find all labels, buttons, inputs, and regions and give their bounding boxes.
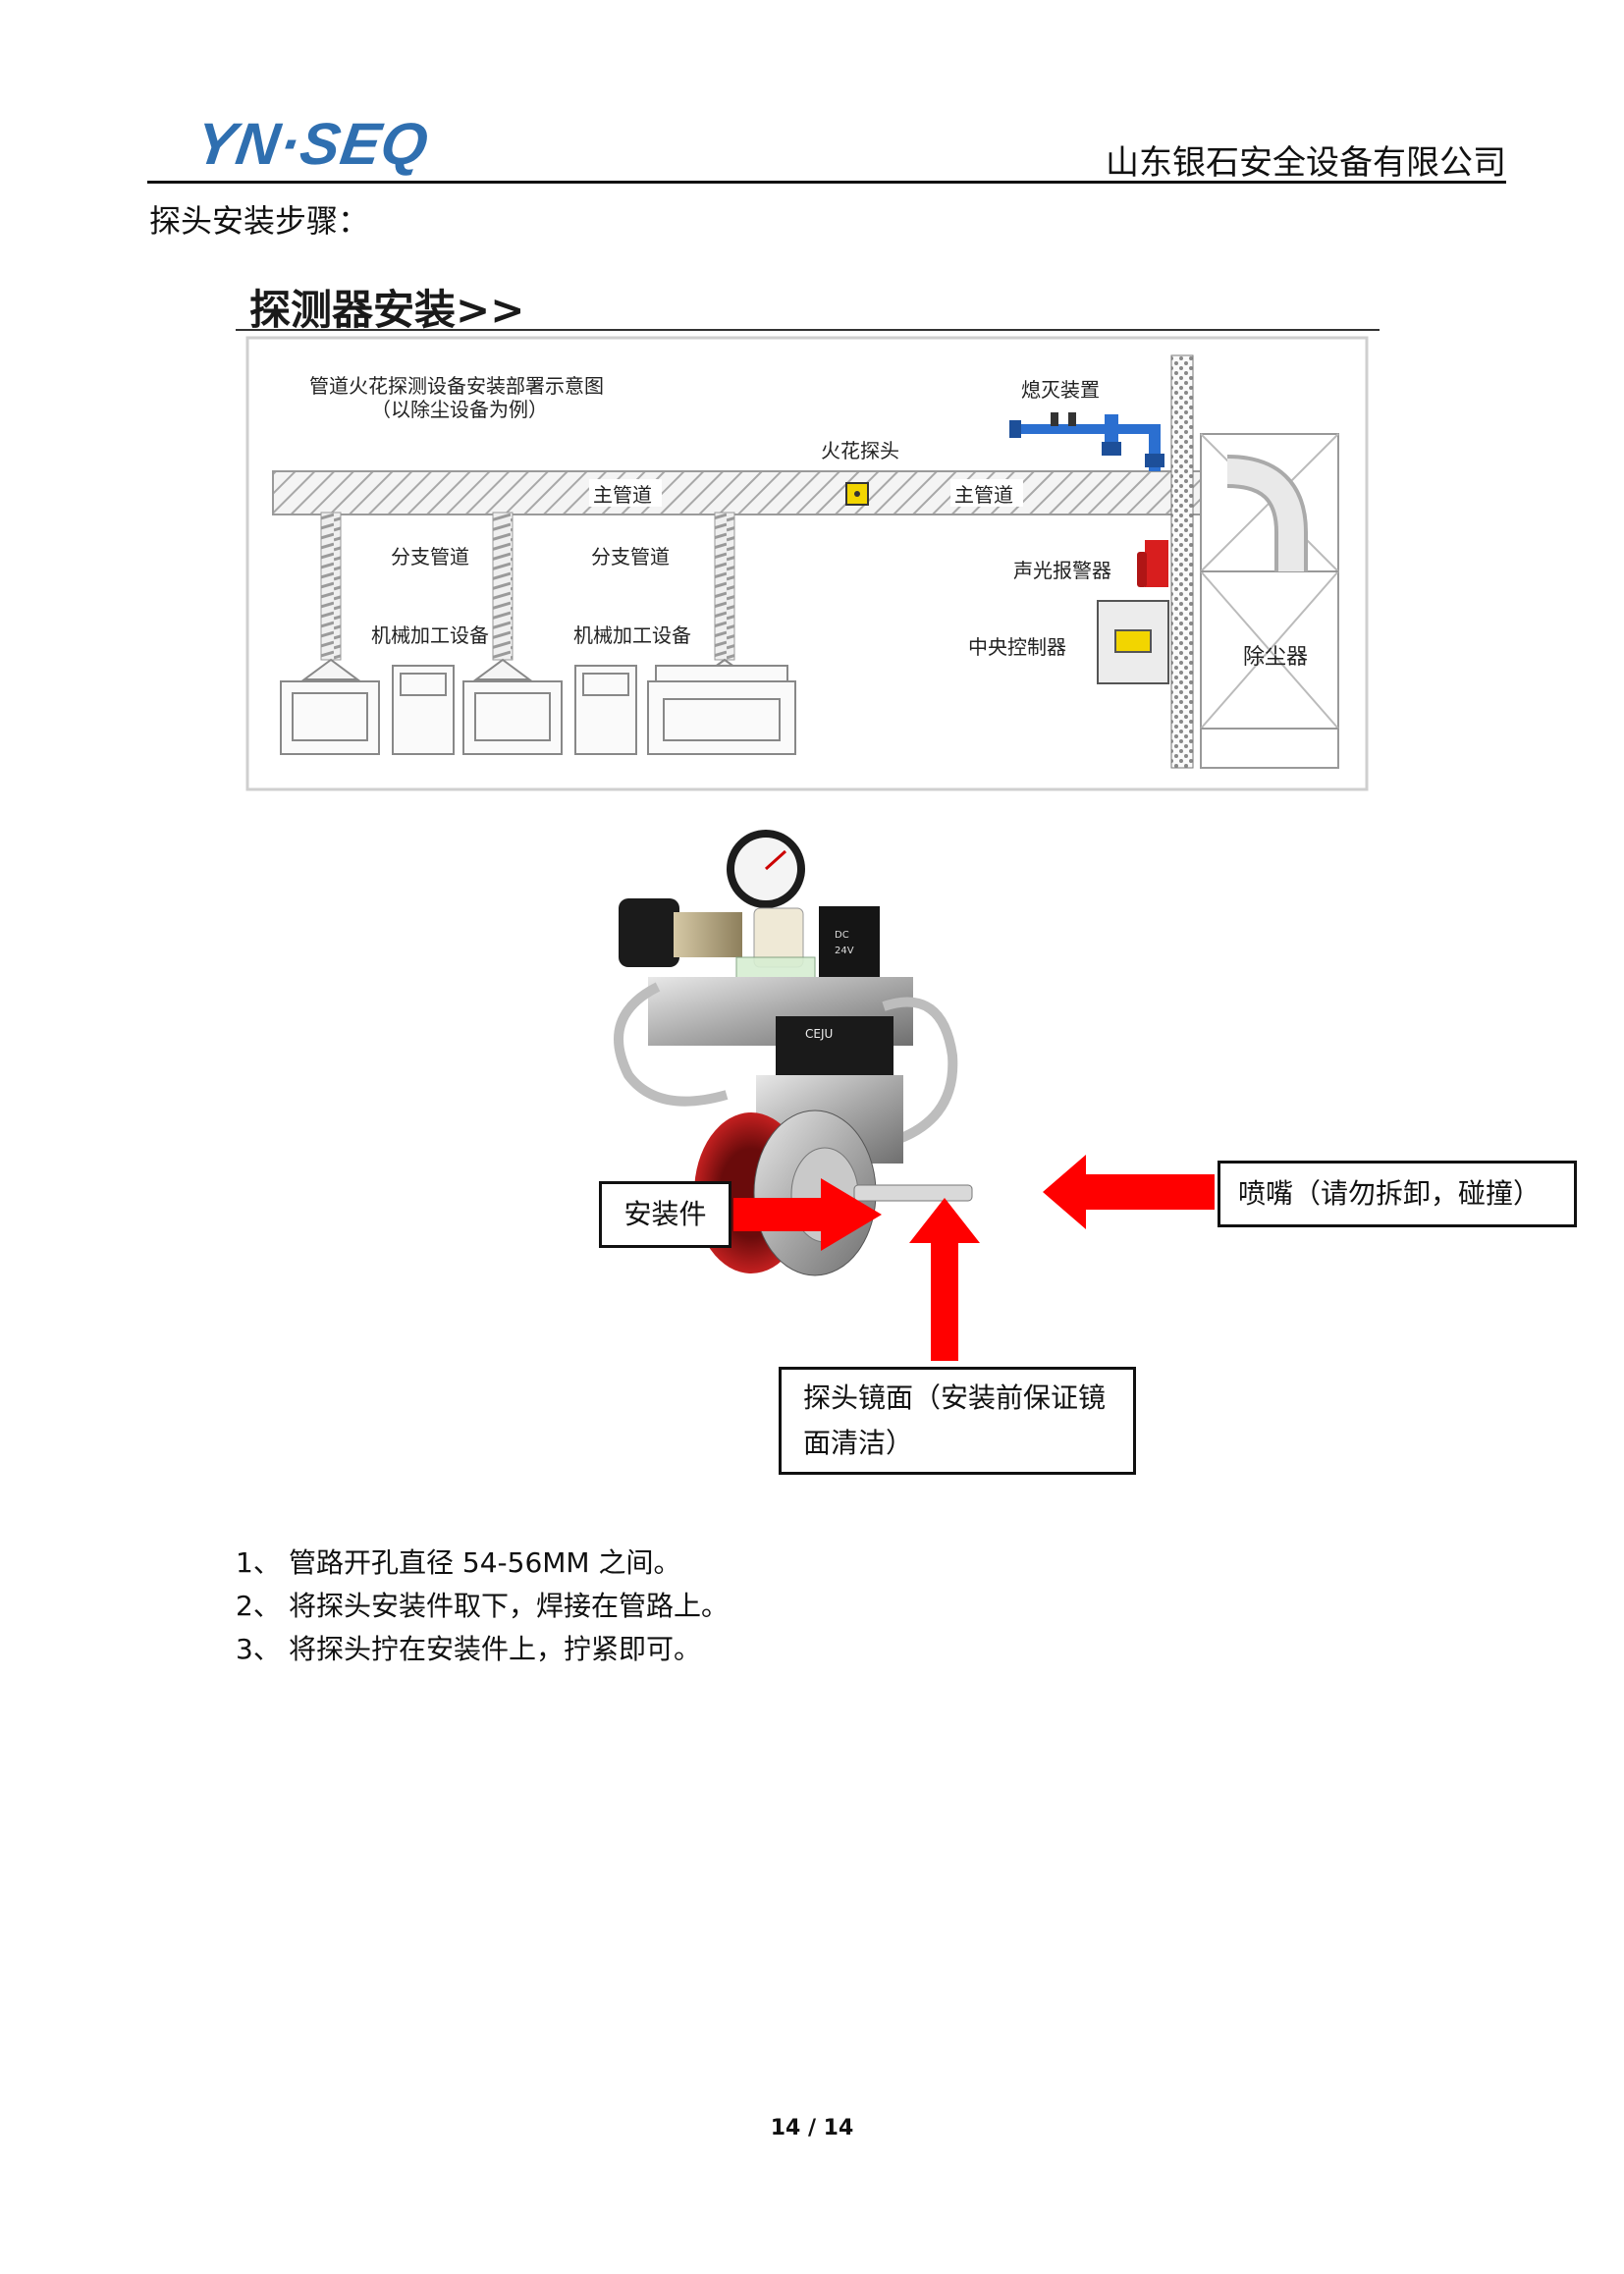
section-heading: 探头安装步骤：	[149, 202, 370, 240]
callout-mirror-line2: 面清洁）	[803, 1427, 914, 1459]
arrow-nozzle	[1043, 1155, 1215, 1229]
branch-pipe-2	[472, 512, 533, 680]
controller-device	[1097, 600, 1169, 684]
diagram-caption-line2: （以除尘设备为例）	[371, 398, 548, 421]
machine-1	[280, 665, 455, 755]
main-pipe-label-bg-left	[589, 479, 662, 507]
machine-label-2: 机械加工设备	[573, 623, 691, 647]
company-logo: YN·SEQ	[191, 111, 433, 177]
diagram-title: 探测器安装>>	[249, 286, 524, 334]
regulator-knob	[619, 898, 742, 967]
probe-device-photo: DC 24V CEJU	[589, 830, 1051, 1291]
callout-install-part-text: 安装件	[623, 1198, 707, 1230]
machine-label-1: 机械加工设备	[371, 623, 489, 647]
svg-text:DC: DC	[835, 930, 849, 941]
callout-nozzle-text: 喷嘴（请勿拆卸，碰撞）	[1238, 1177, 1542, 1210]
machine-2	[462, 665, 637, 755]
probe-mirror	[790, 1147, 859, 1243]
diagram-title-text: 探测器安装>>	[249, 286, 524, 334]
alarm-device	[1137, 540, 1168, 587]
page-number: 14 / 14	[770, 2116, 854, 2140]
spark-probe-label: 火花探头	[821, 439, 899, 462]
controller-label: 中央控制器	[968, 635, 1066, 659]
callout-mirror: 探头镜面（安装前保证镜 面清洁）	[779, 1367, 1136, 1475]
valve-body	[776, 1016, 893, 1085]
air-tube-right	[882, 997, 958, 1149]
header-divider	[147, 181, 1506, 184]
callout-install-part: 安装件	[599, 1181, 731, 1248]
main-pipe-label-bg-right	[950, 479, 1023, 507]
spark-probe-dot	[854, 491, 860, 497]
pressure-gauge	[727, 830, 805, 908]
dust-collector	[1200, 433, 1339, 769]
step-item: 1、管路开孔直径 54-56MM 之间。	[236, 1546, 681, 1579]
valve-brand: CEJU	[805, 1027, 833, 1041]
step-item: 2、将探头安装件取下，焊接在管路上。	[236, 1590, 730, 1622]
main-pipe	[272, 470, 1256, 515]
main-pipe-label-left: 主管道	[593, 483, 652, 507]
branch-pipe-label-1: 分支管道	[391, 545, 469, 568]
machine-3	[647, 665, 796, 755]
branch-pipe-1	[300, 512, 361, 680]
extinguisher-label: 熄灭装置	[1021, 378, 1100, 402]
alarm-label: 声光报警器	[1013, 559, 1111, 582]
installation-diagram: 探测器安装>> 管道火花探测设备安装部署示意图 （以除尘设备为例） 主管道 主管…	[236, 277, 1389, 797]
extinguisher-device	[1009, 412, 1164, 471]
callout-nozzle: 喷嘴（请勿拆卸，碰撞）	[1218, 1161, 1577, 1227]
main-pipe-label-right: 主管道	[954, 483, 1013, 507]
air-tube-left	[614, 982, 729, 1107]
probe-nozzle	[853, 1184, 973, 1202]
dust-collector-label: 除尘器	[1243, 645, 1308, 670]
company-name: 山东银石安全设备有限公司	[1106, 143, 1506, 183]
install-steps: 1、管路开孔直径 54-56MM 之间。 2、将探头安装件取下，焊接在管路上。 …	[236, 1542, 729, 1671]
callout-mirror-line1: 探头镜面（安装前保证镜	[803, 1381, 1107, 1414]
svg-text:24V: 24V	[835, 946, 854, 956]
diagram-caption-line1: 管道火花探测设备安装部署示意图	[309, 374, 604, 398]
step-item: 3、将探头拧在安装件上，拧紧即可。	[236, 1633, 702, 1665]
building-wall	[1170, 354, 1194, 769]
branch-pipe-label-2: 分支管道	[591, 545, 670, 568]
